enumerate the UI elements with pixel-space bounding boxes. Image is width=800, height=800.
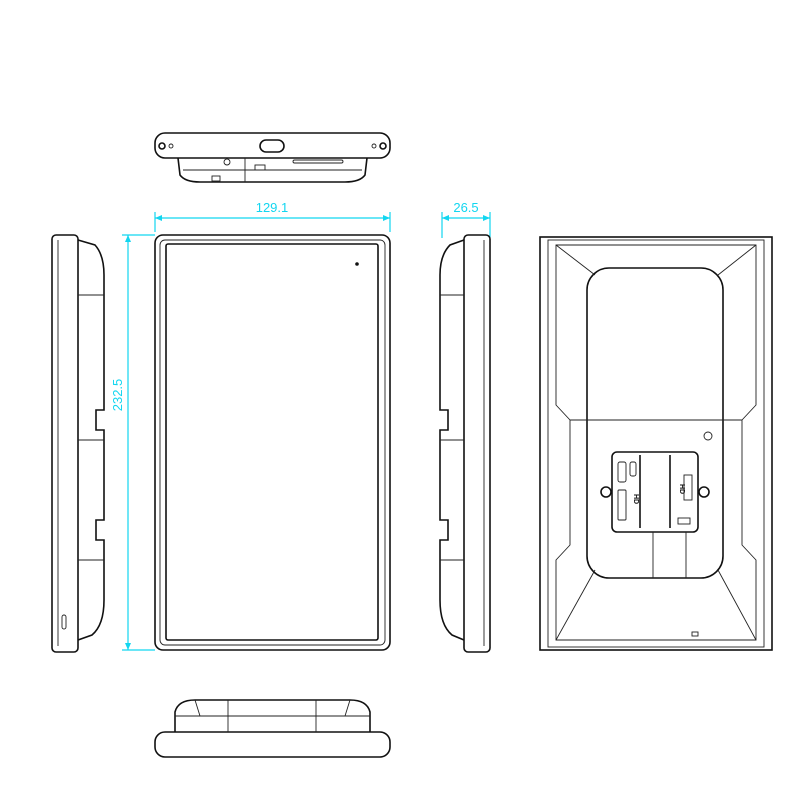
top-view [154,132,391,183]
depth-dimension: 26.5 [441,200,491,238]
usb-c-port-icon [259,139,285,153]
width-label: 129.1 [256,200,289,215]
back-view: HD HD [539,236,773,651]
bottom-view [154,699,391,758]
connector-icon [677,517,691,525]
port-label-left: HD [632,494,639,504]
height-label: 232.5 [110,379,125,412]
port-label-right: HD [678,484,685,494]
depth-label: 26.5 [453,200,478,215]
hdmi-port-icon [617,489,627,521]
height-dimension: 232.5 [110,234,155,651]
front-view [154,234,391,651]
micro-hdmi-port-icon [617,461,627,483]
width-dimension: 129.1 [154,200,391,232]
right-side-view [439,234,491,653]
port-module: HD HD [600,451,710,578]
camera-dot-icon [355,262,359,266]
left-side-view [51,234,105,653]
